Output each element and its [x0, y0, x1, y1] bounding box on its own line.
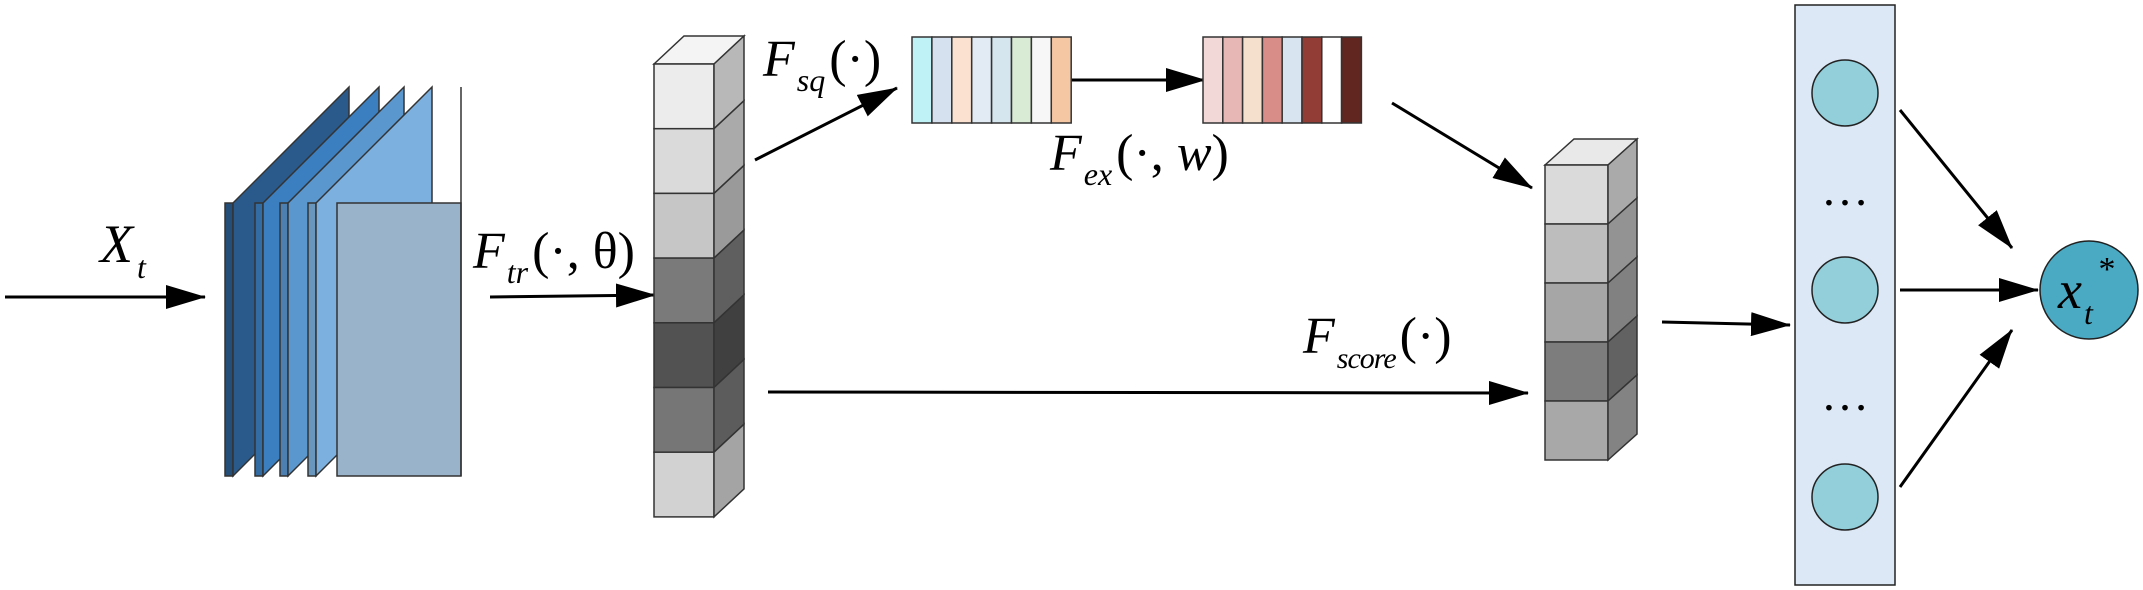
fex-label-sub: ex	[1084, 156, 1112, 192]
fsq-label: Fsq(·)	[762, 31, 881, 98]
ftr-label-sub: tr	[507, 254, 529, 290]
input-label-main: X	[98, 214, 135, 274]
squeeze-vector-cell	[931, 36, 953, 124]
fc-node-middle	[1811, 256, 1879, 324]
squeeze-vector-cell	[990, 36, 1013, 124]
fex-label-args-w: w	[1177, 125, 1212, 182]
fsq-label-sub: sq	[797, 62, 825, 98]
squeeze-vector-cell	[970, 36, 993, 124]
fex-label-args-close: )	[1212, 125, 1229, 182]
fex-label-main: F	[1049, 125, 1083, 182]
short-stack-cell	[1544, 341, 1609, 402]
stack-to-fc-arrow	[1661, 312, 1791, 337]
tall-stack-cell	[653, 127, 715, 195]
tall-stack-cell	[653, 322, 715, 389]
short-stack-cell	[1544, 282, 1609, 343]
output-label-sup: *	[2097, 251, 2114, 288]
tall-stack-side-cell	[713, 422, 745, 519]
feature-map-slice-edge	[336, 202, 462, 477]
feature-map-slice-edge	[279, 202, 289, 477]
fex-label-args-open: (·,	[1116, 125, 1177, 182]
feature-map-slice-edge	[307, 202, 317, 477]
scored-feature-stack	[1543, 137, 1639, 462]
excite-vector-cell	[1321, 36, 1343, 124]
tall-stack-cell	[653, 451, 715, 518]
ftr-arrow	[489, 283, 656, 308]
tall-stack-cell	[653, 257, 715, 324]
fc-top-to-output-arrow	[1898, 109, 2014, 249]
excite-vector-cell	[1202, 36, 1224, 124]
short-stack-cell	[1544, 400, 1609, 461]
squeeze-vector-cell	[1030, 36, 1053, 124]
excitation-vector	[1202, 36, 1363, 124]
excite-to-stack-arrow	[1391, 101, 1533, 190]
fsq-arrow	[754, 86, 898, 162]
fc-node-top	[1811, 59, 1879, 127]
excite-vector-cell	[1241, 36, 1264, 124]
squeeze-vector-cell	[951, 36, 973, 124]
short-stack-side-cell	[1607, 373, 1638, 462]
fscore-label: Fscore(·)	[1302, 308, 1452, 375]
fc-node-bottom	[1811, 463, 1879, 531]
tall-stack-cell	[653, 63, 715, 130]
short-stack-cell	[1544, 164, 1609, 225]
tall-stack-cell	[653, 386, 715, 453]
ftr-label-args: (·, θ)	[532, 223, 635, 280]
fscore-label-args: (·)	[1400, 308, 1452, 365]
output-label-sub: t	[2084, 295, 2094, 331]
input-label-sub: t	[137, 249, 147, 285]
short-stack-cell	[1544, 223, 1609, 284]
tall-stack-cell	[653, 192, 715, 259]
ellipsis-lower: …	[1821, 368, 1869, 421]
squeeze-vector-cell	[911, 36, 933, 124]
output-node	[2039, 240, 2139, 340]
squeeze-vector-cell	[1050, 36, 1072, 124]
excite-vector-cell	[1340, 36, 1363, 124]
output-label: xt*	[2057, 251, 2114, 331]
ellipsis-upper: …	[1821, 163, 1869, 216]
fscore-label-main: F	[1302, 308, 1336, 365]
feature-map-stack	[224, 85, 462, 478]
squeeze-vector-cell	[1010, 36, 1033, 124]
fsq-label-args: (·)	[829, 31, 881, 88]
excite-vector-cell	[1261, 36, 1283, 124]
ftr-label-main: F	[472, 223, 506, 280]
fex-label: Fex(·, w)	[1049, 125, 1229, 192]
output-label-main: x	[2057, 260, 2082, 320]
fscore-label-sub: score	[1337, 342, 1397, 375]
excite-vector-cell	[1222, 36, 1244, 124]
feature-map-slice-edge	[254, 202, 264, 477]
squeeze-vector	[911, 36, 1072, 124]
feature-map-slice-edge	[224, 202, 234, 477]
fc-bottom-to-output-arrow	[1898, 329, 2014, 488]
fsq-label-main: F	[762, 31, 796, 88]
excite-vector-cell	[1301, 36, 1323, 124]
excite-vector-cell	[1281, 36, 1303, 124]
transformed-feature-stack	[652, 34, 746, 519]
fscore-arrow	[767, 380, 1529, 405]
ftr-label: Ftr(·, θ)	[472, 223, 635, 290]
